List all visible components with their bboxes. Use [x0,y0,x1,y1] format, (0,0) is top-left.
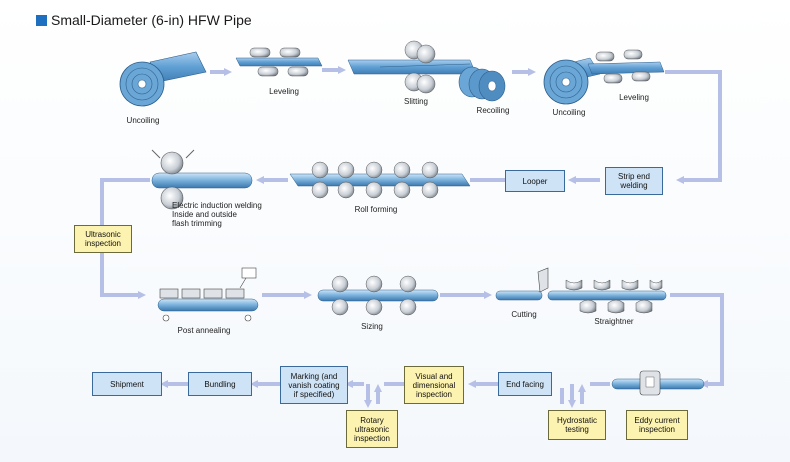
marking-line-2: vanish coating [288,380,340,390]
visual-line-2: dimensional [412,380,456,390]
marking-line-1: Marking (and [290,371,338,381]
end-facing-box: End facing [498,372,552,396]
title-square-icon [36,14,47,26]
flow-arrows [100,66,724,408]
label-post-annealing: Post annealing [177,326,231,335]
straightner-illustration [547,279,667,314]
ultrasonic-line-1: Ultrasonic [85,230,121,239]
marking-box: Marking (and vanish coating if specified… [280,366,348,404]
label-uncoiling-1: Uncoiling [126,116,160,125]
strip-end-welding-line-2: welding [620,181,648,190]
label-welding-1: Electric induction welding [172,201,262,210]
label-uncoiling-2: Uncoiling [552,108,586,117]
bundling-box: Bundling [188,372,252,396]
sizing-illustration [317,275,439,316]
eddy-line-2: inspection [638,425,676,434]
leveling-1-illustration [235,47,323,77]
visual-dimensional-box: Visual and dimensional inspection [404,366,464,404]
cutting-illustration [495,267,549,301]
ultrasonic-inspection-box: Ultrasonic inspection [74,225,132,253]
label-welding-3: flash trimming [172,219,222,228]
rotary-line-2: ultrasonic [354,424,390,434]
hydro-line-1: Hydrostatic [556,416,597,425]
label-welding-2: Inside and outside [172,210,237,219]
slitting-illustration [347,40,477,94]
hydrostatic-testing-box: Hydrostatic testing [548,410,606,440]
label-straightner: Straightner [594,317,634,326]
title-text: Small-Diameter (6-in) HFW Pipe [51,12,252,28]
label-cutting: Cutting [511,310,537,319]
ultrasonic-line-2: inspection [84,239,122,248]
shipment-label: Shipment [110,379,144,389]
hydro-line-2: testing [565,425,589,434]
visual-line-1: Visual and [415,371,453,381]
roll-forming-illustration [289,161,471,199]
rotary-line-3: inspection [353,433,391,443]
eddy-line-1: Eddy current [634,416,680,425]
rotary-line-1: Rotary [360,415,384,425]
looper-label: Looper [522,176,548,186]
eddy-current-illustration [611,370,705,396]
uncoiling-1-illustration [119,51,207,107]
strip-end-welding-box: Strip end welding [605,167,663,195]
looper-box: Looper [505,170,565,192]
label-slitting: Slitting [403,97,428,106]
visual-line-3: inspection [415,389,453,399]
shipment-box: Shipment [92,372,162,396]
label-roll-forming: Roll forming [354,205,398,214]
bundling-label: Bundling [204,379,236,389]
label-leveling-1: Leveling [269,87,299,96]
diagram-title: Small-Diameter (6-in) HFW Pipe [36,12,252,28]
strip-end-welding-line-1: Strip end [617,172,651,181]
welding-illustration [151,149,253,210]
label-leveling-2: Leveling [619,93,649,102]
recoiling-illustration [458,66,506,102]
rotary-ultrasonic-box: Rotary ultrasonic inspection [346,410,398,448]
uncoiling-2-illustration [543,57,601,105]
marking-line-3: if specified) [293,389,335,399]
leveling-2-illustration [587,49,665,84]
label-sizing: Sizing [361,322,383,331]
end-facing-label: End facing [506,379,544,389]
post-annealing-illustration [157,267,259,322]
eddy-current-box: Eddy current inspection [626,410,688,440]
label-recoiling: Recoiling [476,106,510,115]
